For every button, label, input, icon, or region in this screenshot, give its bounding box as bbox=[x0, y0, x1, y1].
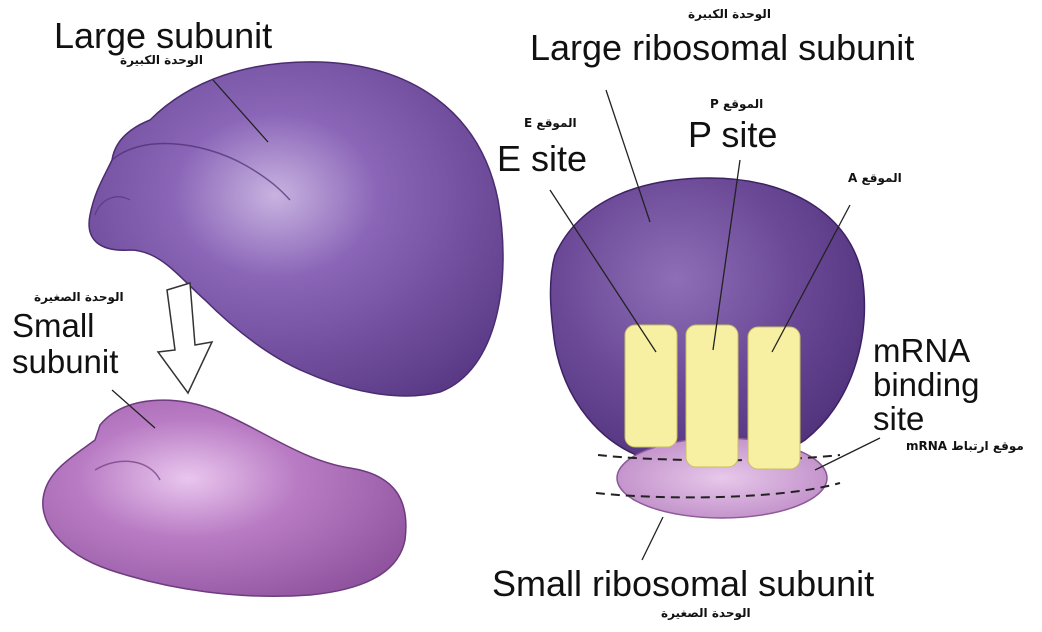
left-large-label-arabic: الوحدة الكبيرة bbox=[120, 54, 203, 66]
left-small-label-line1: Small bbox=[12, 309, 95, 342]
e-site-label: E site bbox=[497, 141, 587, 177]
mrna-label-line1: mRNA bbox=[873, 334, 970, 367]
p-site-block bbox=[686, 325, 738, 467]
p-site-label-arabic: الموقع P bbox=[710, 98, 763, 110]
mrna-label-arabic: موقع ارتباط mRNA bbox=[906, 440, 1024, 452]
left-small-subunit bbox=[43, 400, 406, 596]
right-small-label: Small ribosomal subunit bbox=[492, 566, 874, 602]
e-site-label-arabic: الموقع E bbox=[524, 117, 577, 129]
a-site-label-arabic: الموقع A bbox=[848, 172, 902, 184]
left-large-label: Large subunit bbox=[54, 18, 272, 54]
mrna-label-line3: site bbox=[873, 402, 924, 435]
right-large-label-arabic: الوحدة الكبيرة bbox=[688, 8, 771, 20]
right-small-label-arabic: الوحدة الصغيرة bbox=[661, 607, 751, 619]
left-small-label-line2: subunit bbox=[12, 345, 118, 378]
left-small-label-arabic: الوحدة الصغيرة bbox=[34, 291, 124, 303]
left-large-subunit bbox=[89, 62, 503, 396]
leader-small-right bbox=[642, 517, 663, 560]
leader-mrna bbox=[815, 438, 880, 470]
right-large-label: Large ribosomal subunit bbox=[530, 30, 914, 66]
mrna-label-line2: binding bbox=[873, 368, 979, 401]
p-site-label: P site bbox=[688, 117, 777, 153]
